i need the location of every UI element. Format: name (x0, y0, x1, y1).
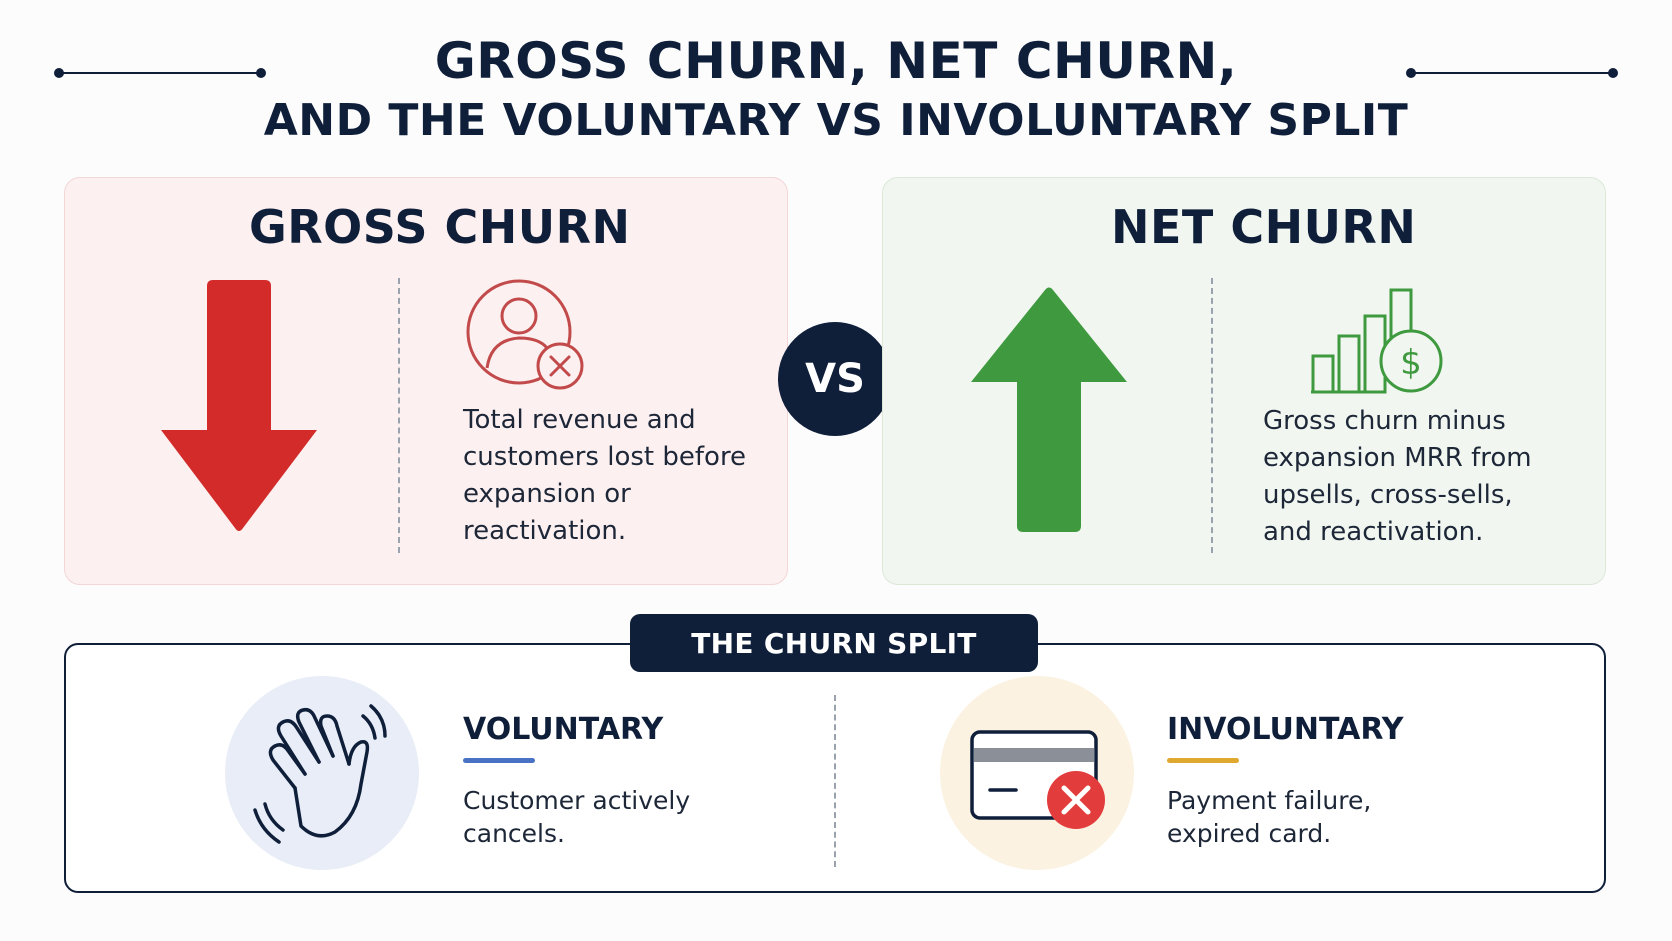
waving-hand-icon (253, 704, 387, 844)
gross-churn-description: Total revenue and customers lost before … (463, 405, 747, 546)
title-decoration-line (1412, 72, 1612, 74)
page-title: Gross Churn, Net Churn, and the Voluntar… (0, 30, 1672, 150)
down-arrow-icon (161, 280, 317, 531)
involuntary-title: Involuntary (1167, 712, 1404, 747)
declined-card-icon (970, 730, 1105, 829)
title-line-1: Gross Churn, Net Churn, (434, 32, 1238, 90)
voluntary-icon-circle (225, 676, 419, 870)
involuntary-icon-circle (940, 676, 1134, 870)
user-remove-icon (466, 279, 584, 390)
gross-divider (398, 278, 400, 553)
voluntary-accent-bar (463, 758, 535, 763)
title-decoration-dot (54, 68, 64, 78)
up-arrow-icon (971, 287, 1127, 532)
gross-churn-panel: Gross Churn Total revenue and customers … (64, 177, 788, 585)
title-decoration-line (60, 72, 260, 74)
title-decoration-dot (1406, 68, 1416, 78)
svg-text:$: $ (1400, 343, 1422, 383)
involuntary-accent-bar (1167, 758, 1239, 763)
churn-split-divider (834, 695, 836, 867)
net-churn-title: Net Churn (1111, 200, 1417, 254)
net-churn-panel: Net Churn $ Gross churn minus expansion … (882, 177, 1606, 585)
voluntary-title: Voluntary (463, 712, 664, 747)
title-decoration-dot (1608, 68, 1618, 78)
title-decoration-dot (256, 68, 266, 78)
bar-chart-dollar-icon: $ (1311, 288, 1443, 394)
vs-badge: VS (778, 322, 892, 436)
involuntary-description: Payment failure, expired card. (1167, 786, 1372, 848)
title-line-2: and the Voluntary vs Involuntary Split (263, 95, 1409, 146)
gross-churn-title: Gross Churn (249, 200, 631, 254)
churn-split-label: The Churn Split (630, 614, 1038, 672)
net-churn-description: Gross churn minus expansion MRR from ups… (1263, 406, 1532, 547)
voluntary-description: Customer actively cancels. (463, 786, 691, 848)
net-divider (1211, 278, 1213, 553)
